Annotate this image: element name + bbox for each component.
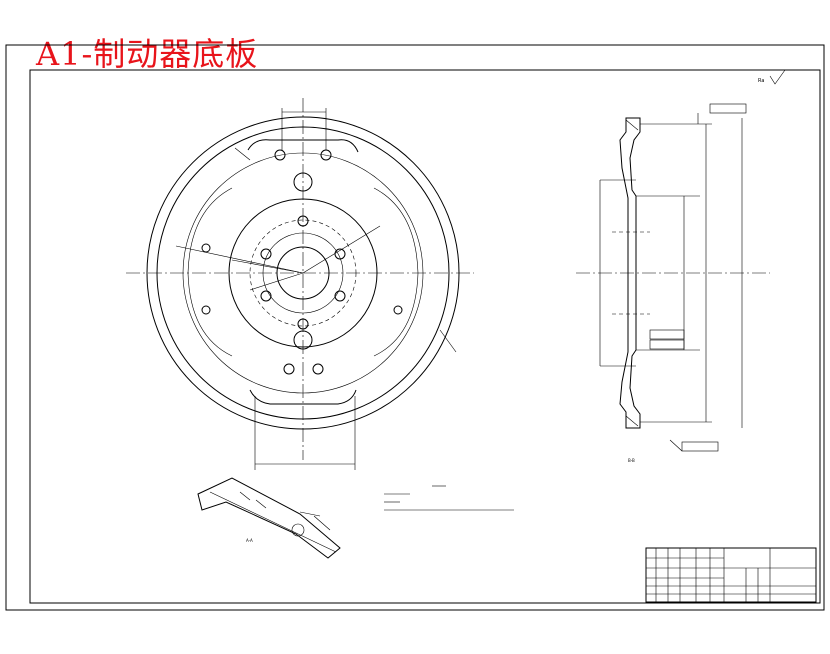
svg-text:Ra: Ra [758,78,764,84]
svg-text:B-B: B-B [628,458,635,463]
front-view [126,98,474,470]
surface-finish-symbol: Ra [758,69,786,85]
outer-border [5,44,825,611]
svg-text:A-A: A-A [246,538,253,543]
drawing-title: A1-制动器底板 [36,35,259,73]
detail-view: A-A [197,477,341,559]
inner-border [29,69,821,604]
technical-notes [384,485,514,511]
title-block [645,547,817,603]
section-view: B-B [576,103,770,463]
